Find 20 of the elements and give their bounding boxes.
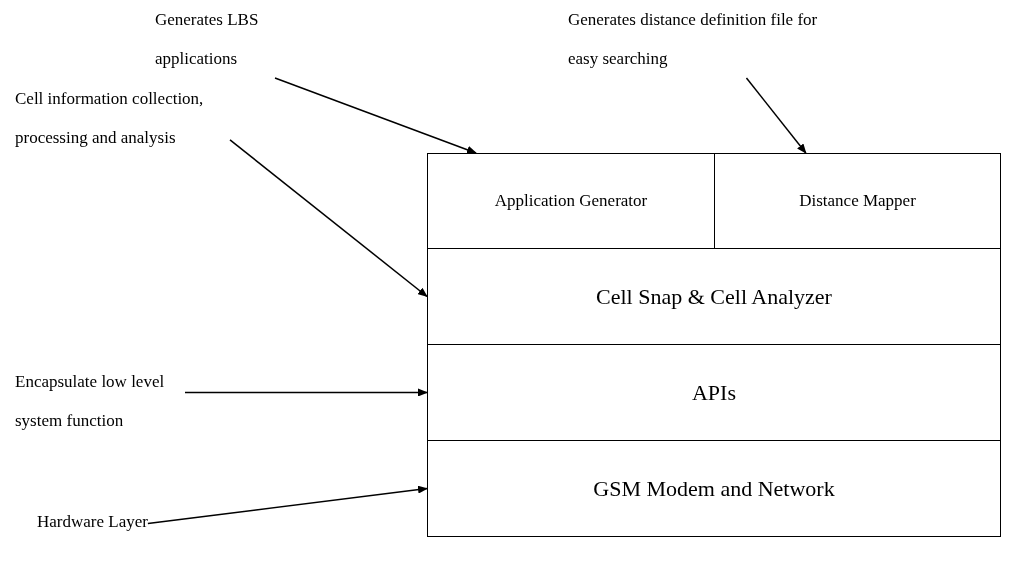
annotation-text: Hardware Layer [37,511,148,533]
annotation-text: Cell information collection, processing and analysis [15,88,205,149]
annotation-text: Generates LBS applications [155,9,260,70]
layer-box [714,153,1001,249]
layer-box [427,344,1001,441]
layer-label: Cell Snap & Cell Analyzer [596,283,832,310]
arrow [229,139,428,298]
layer-label: Application Generator [494,191,648,211]
arrow [184,388,428,397]
layer-label: GSM Modem and Network [593,475,835,502]
layer-label: APIs [692,379,736,406]
annotation-text: Encapsulate low level system function [15,371,166,432]
layer-box [427,440,1001,537]
arrow [745,77,807,154]
layer-box [427,153,715,249]
arrow [274,77,477,154]
arrow [147,485,428,525]
annotation-text: Generates distance definition file for easy searching [568,9,819,70]
layer-box [427,248,1001,345]
layer-label: Distance Mapper [799,191,916,211]
